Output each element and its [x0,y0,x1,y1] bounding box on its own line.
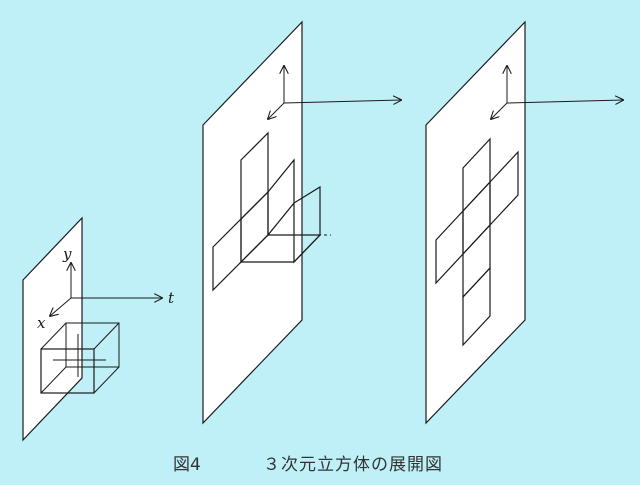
right-down-arrow [491,102,508,119]
left-plane-group: y t x [22,216,175,442]
right-plane [425,20,526,425]
t-axis-label: t [168,289,175,307]
partial-cube-net [212,131,331,292]
y-axis-label: y [62,245,72,263]
left-plane [22,216,83,442]
right-plane-group [425,20,623,425]
right-right-arrow [506,100,623,103]
x-axis-arrow [50,297,72,316]
middle-right-arrow [283,100,401,103]
middle-down-arrow [268,102,285,119]
middle-plane [202,20,303,425]
flat-cube-net [435,137,519,347]
figure-number: 図4 [173,455,201,475]
figure-title: ３次元立方体の展開図 [263,455,443,475]
figure-caption: 図4 ３次元立方体の展開図 [0,446,640,476]
cube-3d [40,322,120,394]
middle-plane-group [202,20,401,425]
x-axis-label: x [37,314,46,332]
